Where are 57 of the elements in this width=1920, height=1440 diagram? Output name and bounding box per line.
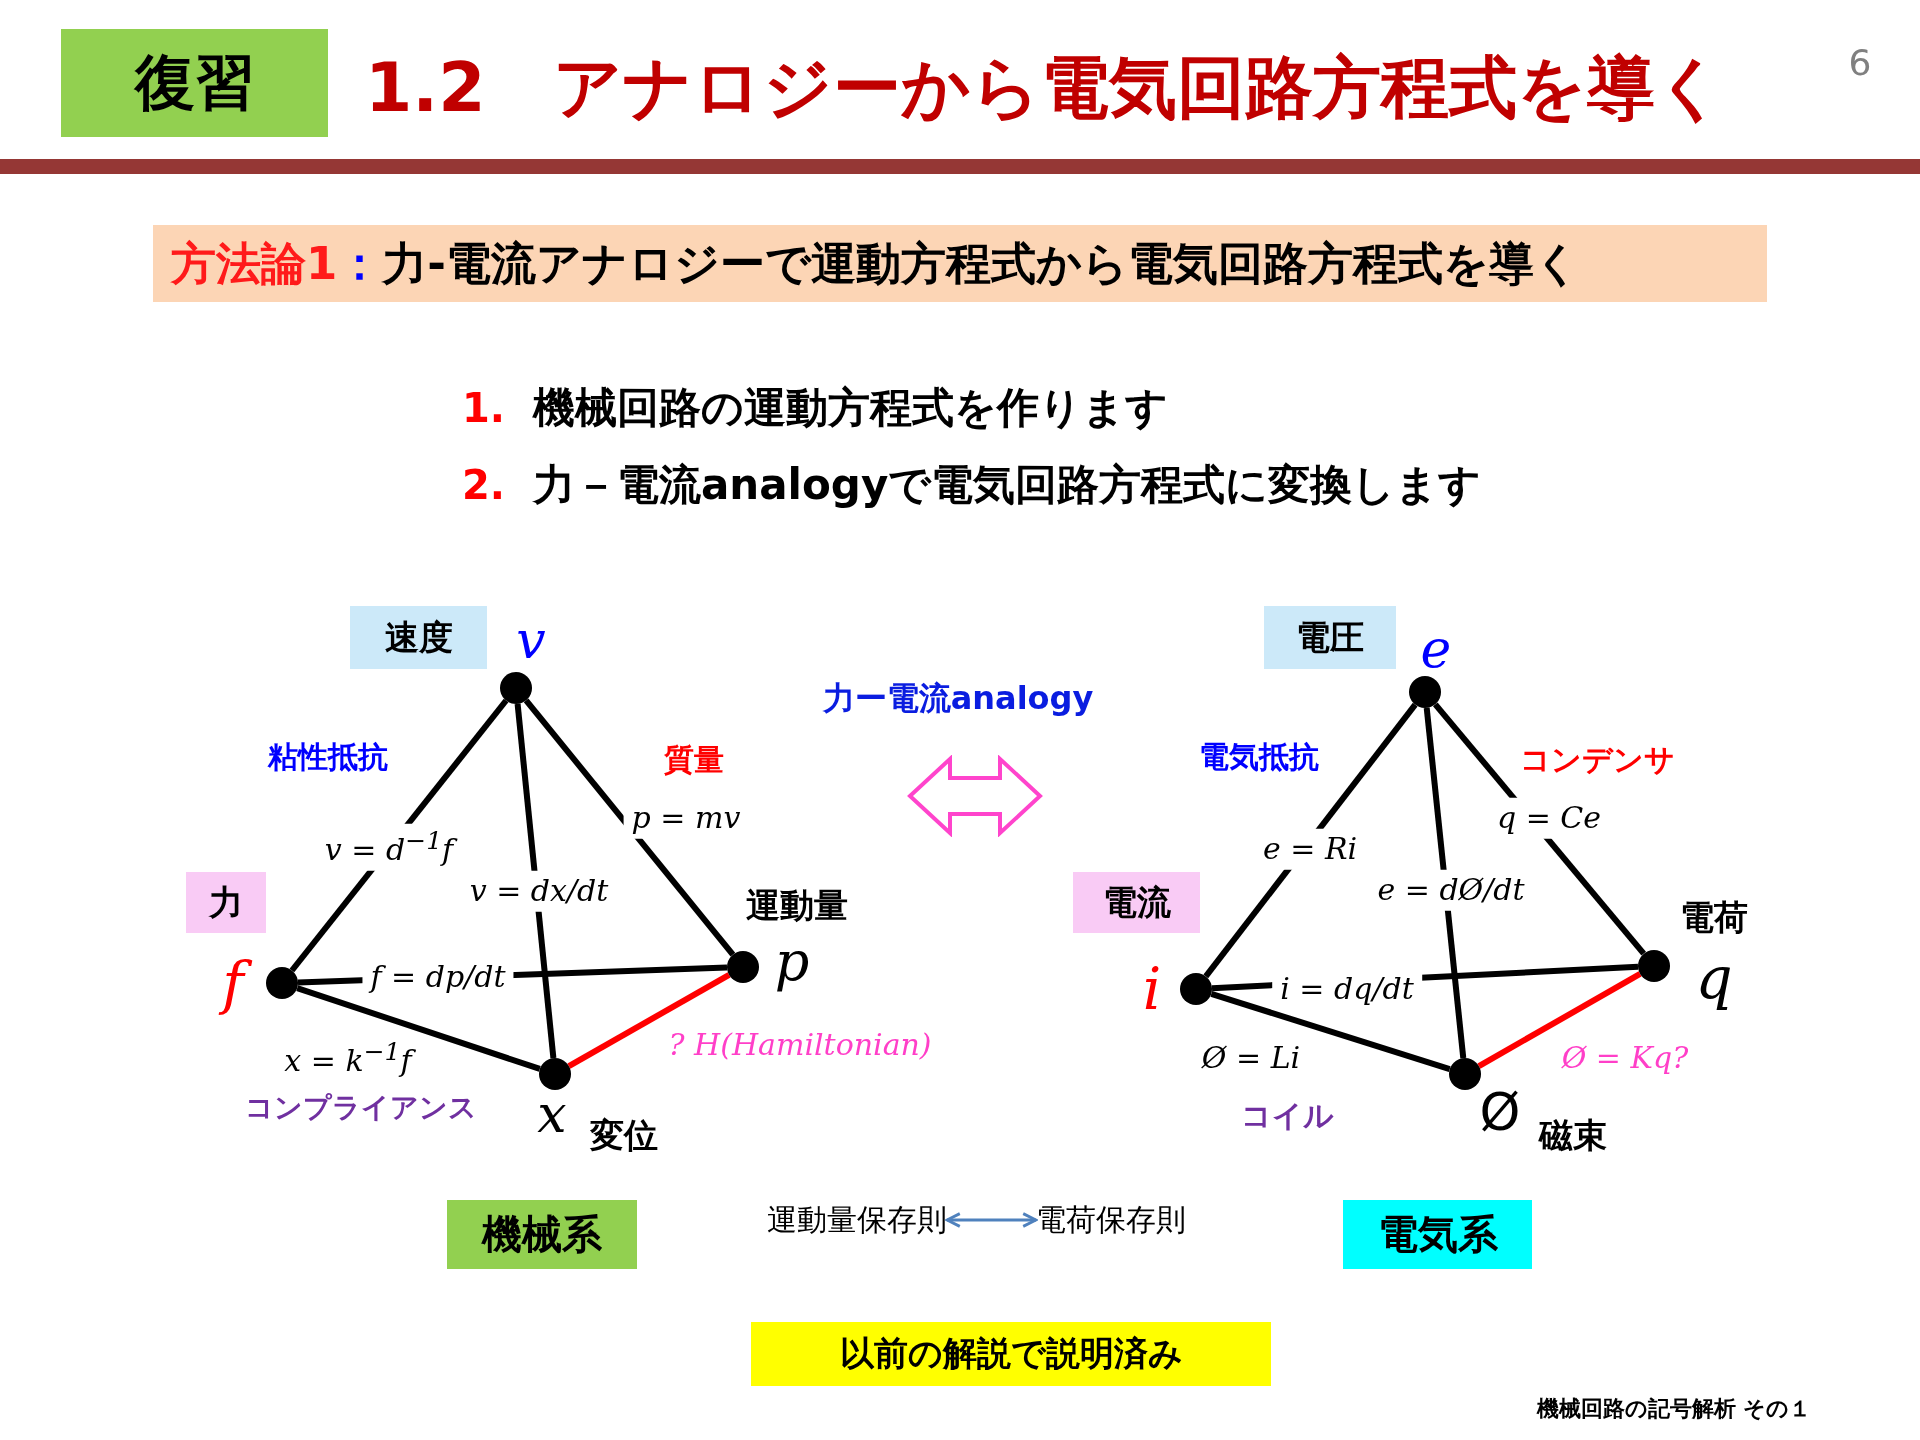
edge-line <box>1477 971 1642 1069</box>
list-item-text: 力－電流analogyで電気回路方程式に変換します <box>533 459 1482 511</box>
vertex-dot <box>539 1058 571 1090</box>
separator-text: ： <box>337 235 383 292</box>
quantity-label: 運動量 <box>746 884 848 927</box>
edge-line <box>1423 707 1467 1059</box>
component-label: コンプライアンス <box>245 1090 477 1126</box>
note-box: 以前の解説で説明済み <box>751 1322 1271 1386</box>
edge-line <box>567 972 731 1069</box>
list-item-text: 機械回路の運動方程式を作ります <box>533 382 1168 434</box>
quantity-label: 磁束 <box>1539 1114 1607 1157</box>
review-tag: 復習 <box>61 29 328 137</box>
slide-title: 1.2 アナロジーから電気回路方程式を導く <box>365 46 1726 129</box>
conservation-law-label: 電荷保存則 <box>1036 1199 1186 1241</box>
vertex-dot <box>1180 973 1212 1005</box>
quantity-tag: 力 <box>186 872 266 933</box>
quantity-label: 電荷 <box>1680 896 1748 939</box>
conservation-law-label: 運動量保存則 <box>767 1199 947 1241</box>
vertex-dot <box>266 967 298 999</box>
system-tag: 機械系 <box>447 1200 637 1269</box>
edge-line <box>514 703 557 1059</box>
vertex-dot <box>1409 676 1441 708</box>
divider-bar <box>0 159 1920 174</box>
component-label: コイル <box>1240 1096 1334 1135</box>
component-label: 質量 <box>664 740 724 779</box>
list-number: 2. <box>462 462 506 508</box>
variable-symbol: x <box>536 1082 568 1146</box>
variable-symbol: q <box>1694 942 1734 1014</box>
double-arrow <box>945 1212 1038 1228</box>
quantity-tag: 電圧 <box>1264 606 1396 669</box>
edge-line <box>296 985 541 1072</box>
variable-symbol: e <box>1419 617 1453 681</box>
footer-text: 機械回路の記号解析 その１ <box>1536 1395 1812 1423</box>
quantity-label: 変位 <box>590 1114 658 1157</box>
vertex-dot <box>1449 1058 1481 1090</box>
quantity-tag: 速度 <box>350 606 487 669</box>
edge-line <box>1210 990 1451 1073</box>
list-number: 1. <box>462 385 506 431</box>
component-label: 粘性抵抗 <box>268 737 388 776</box>
quantity-tag: 電流 <box>1073 872 1200 933</box>
variable-symbol: f <box>204 943 262 1023</box>
variable-symbol: p <box>773 928 811 995</box>
component-label: コンデンサ <box>1519 740 1675 779</box>
vertex-dot <box>500 672 532 704</box>
variable-symbol: v <box>515 608 547 672</box>
variable-symbol: Ø <box>1479 1082 1521 1142</box>
analogy-label: 力ー電流analogy <box>822 678 1094 719</box>
system-tag: 電気系 <box>1343 1200 1532 1269</box>
vertex-dot <box>727 951 759 983</box>
page-number: 6 <box>1848 41 1872 83</box>
method-heading: 方法論1 <box>171 235 338 292</box>
edge-line <box>523 698 736 957</box>
vertex-dot <box>1638 950 1670 982</box>
variable-symbol: i <box>1141 953 1163 1025</box>
component-label: 電気抵抗 <box>1199 737 1319 776</box>
banner-text: 力-電流アナロジーで運動方程式から電気回路方程式を導く <box>382 235 1580 292</box>
method-banner <box>153 225 1767 302</box>
